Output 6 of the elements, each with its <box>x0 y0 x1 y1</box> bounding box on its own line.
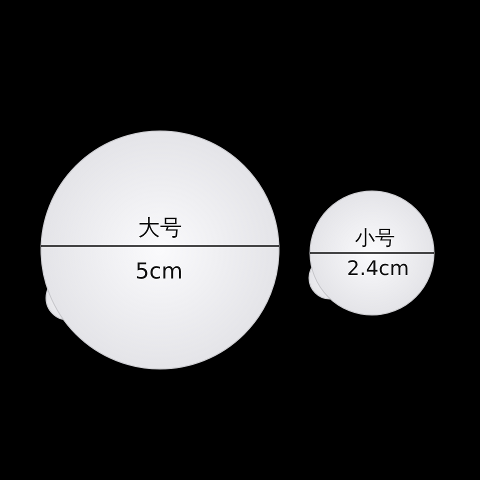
dimension-label: 2.4cm <box>346 256 410 280</box>
lid <box>308 190 435 317</box>
dimension-label: 5cm <box>135 260 183 284</box>
lid <box>40 130 280 370</box>
size-label: 小号 <box>355 224 395 252</box>
size-label: 大号 <box>138 215 182 243</box>
